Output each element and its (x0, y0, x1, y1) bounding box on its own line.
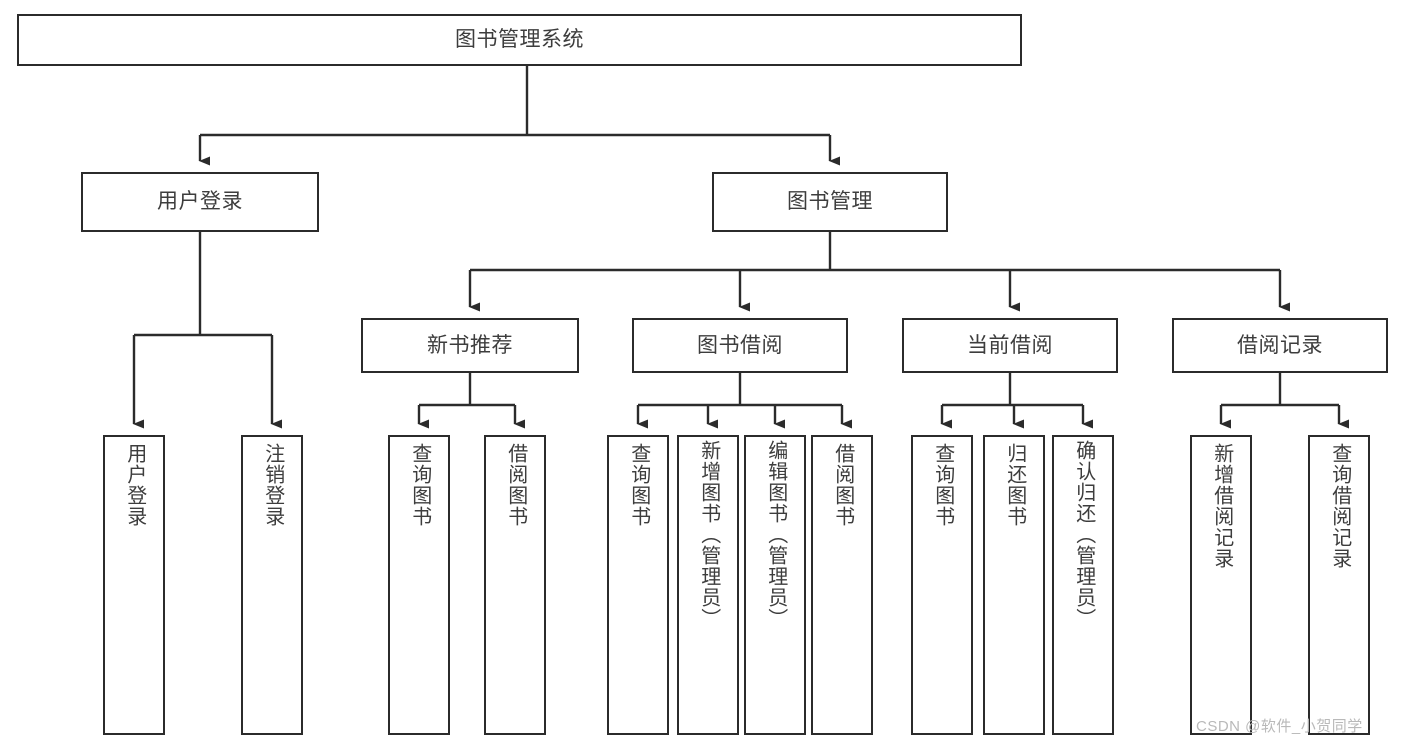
node-leaf-query-record-label: 查询借阅记录 (1328, 443, 1351, 569)
node-leaf-confirm-return[interactable]: 确认归还（管理员） (1052, 435, 1114, 735)
node-user-login-label: 用户登录 (157, 190, 243, 214)
node-book-borrow[interactable]: 图书借阅 (632, 318, 848, 373)
node-root[interactable]: 图书管理系统 (17, 14, 1022, 66)
node-leaf-user-login-label: 用户登录 (123, 443, 146, 527)
node-leaf-borrow-book-1-label: 借阅图书 (504, 443, 527, 527)
node-leaf-borrow-book-2[interactable]: 借阅图书 (811, 435, 873, 735)
node-leaf-user-logout[interactable]: 注销登录 (241, 435, 303, 735)
node-leaf-query-book-3[interactable]: 查询图书 (911, 435, 973, 735)
node-leaf-return-book[interactable]: 归还图书 (983, 435, 1045, 735)
node-book-manage-label: 图书管理 (787, 190, 873, 214)
node-leaf-query-book-2-label: 查询图书 (627, 443, 650, 527)
node-leaf-user-logout-label: 注销登录 (261, 443, 284, 527)
node-leaf-return-book-label: 归还图书 (1003, 443, 1026, 527)
node-book-manage[interactable]: 图书管理 (712, 172, 948, 232)
node-leaf-query-record[interactable]: 查询借阅记录 (1308, 435, 1370, 735)
node-leaf-edit-book-label: 编辑图书（管理员） (764, 440, 787, 629)
node-book-borrow-label: 图书借阅 (697, 333, 783, 357)
node-leaf-add-book[interactable]: 新增图书（管理员） (677, 435, 739, 735)
node-new-book-rec[interactable]: 新书推荐 (361, 318, 579, 373)
node-borrow-record-label: 借阅记录 (1237, 333, 1323, 357)
node-leaf-query-book-3-label: 查询图书 (931, 443, 954, 527)
node-borrow-record[interactable]: 借阅记录 (1172, 318, 1388, 373)
node-leaf-add-record[interactable]: 新增借阅记录 (1190, 435, 1252, 735)
node-leaf-edit-book[interactable]: 编辑图书（管理员） (744, 435, 806, 735)
node-current-borrow-label: 当前借阅 (967, 333, 1053, 357)
node-leaf-query-book-1[interactable]: 查询图书 (388, 435, 450, 735)
node-user-login[interactable]: 用户登录 (81, 172, 319, 232)
node-leaf-borrow-book-1[interactable]: 借阅图书 (484, 435, 546, 735)
node-leaf-query-book-1-label: 查询图书 (408, 443, 431, 527)
node-leaf-user-login[interactable]: 用户登录 (103, 435, 165, 735)
node-current-borrow[interactable]: 当前借阅 (902, 318, 1118, 373)
node-leaf-query-book-2[interactable]: 查询图书 (607, 435, 669, 735)
node-leaf-confirm-return-label: 确认归还（管理员） (1072, 440, 1095, 629)
watermark-credit: CSDN @软件_小贺同学 (1196, 718, 1363, 735)
node-leaf-borrow-book-2-label: 借阅图书 (831, 443, 854, 527)
node-leaf-add-record-label: 新增借阅记录 (1210, 443, 1233, 569)
node-leaf-add-book-label: 新增图书（管理员） (697, 440, 720, 629)
node-root-label: 图书管理系统 (455, 28, 584, 52)
node-new-book-rec-label: 新书推荐 (427, 333, 513, 357)
